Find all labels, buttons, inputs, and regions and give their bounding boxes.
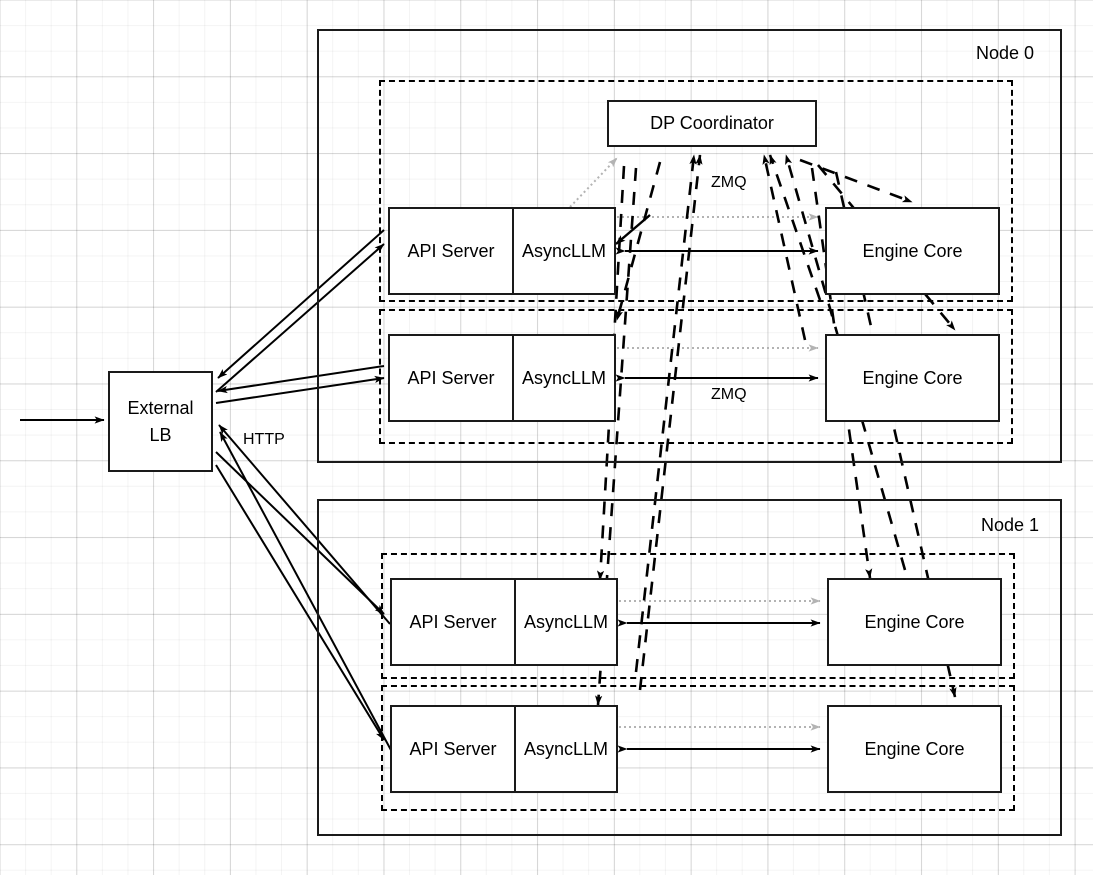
node-0-container (317, 29, 1062, 463)
api-server-cell[interactable]: API Server (392, 707, 516, 791)
async-llm-label: AsyncLLM (523, 738, 609, 759)
async-llm-cell[interactable]: AsyncLLM (516, 707, 616, 791)
zmq-label-bottom: ZMQ (711, 386, 747, 403)
node-0-label: Node 0 (976, 43, 1035, 63)
async-llm-label: AsyncLLM (521, 240, 607, 261)
node-0-dp-group-1 (379, 309, 1013, 444)
external-lb-line1: External (127, 398, 194, 419)
engine-core-label: Engine Core (864, 738, 965, 759)
async-llm-cell[interactable]: AsyncLLM (516, 580, 616, 664)
api-server-cell[interactable]: API Server (392, 580, 516, 664)
external-lb-line2: LB (149, 424, 172, 445)
api-server-label: API Server (409, 738, 497, 759)
dp-coordinator-label: DP Coordinator (650, 113, 774, 134)
engine-core-node0-dp0[interactable]: Engine Core (825, 207, 1000, 295)
api-server-label: API Server (407, 367, 495, 388)
api-server-unit-node0-dp0[interactable]: API Server AsyncLLM (388, 207, 616, 295)
zmq-label-top: ZMQ (711, 174, 747, 191)
api-server-unit-node1-dp1[interactable]: API Server AsyncLLM (390, 705, 618, 793)
api-server-label: API Server (407, 240, 495, 261)
api-server-label: API Server (409, 611, 497, 632)
engine-core-label: Engine Core (864, 611, 965, 632)
external-lb-box[interactable]: External LB (108, 371, 213, 472)
api-server-cell[interactable]: API Server (390, 336, 514, 420)
api-server-unit-node1-dp0[interactable]: API Server AsyncLLM (390, 578, 618, 666)
node-1-label: Node 1 (981, 515, 1040, 535)
node-1-container (317, 499, 1062, 836)
node-1-dp-group-0 (381, 553, 1015, 679)
api-server-cell[interactable]: API Server (390, 209, 514, 293)
node-0-dp-group-0 (379, 80, 1013, 302)
dp-coordinator-box[interactable]: DP Coordinator (607, 100, 817, 147)
node-1-dp-group-1 (381, 685, 1015, 811)
async-llm-cell[interactable]: AsyncLLM (514, 336, 614, 420)
http-label: HTTP (243, 431, 285, 448)
async-llm-label: AsyncLLM (523, 611, 609, 632)
engine-core-node0-dp1[interactable]: Engine Core (825, 334, 1000, 422)
async-llm-label: AsyncLLM (521, 367, 607, 388)
async-llm-cell[interactable]: AsyncLLM (514, 209, 614, 293)
engine-core-node1-dp0[interactable]: Engine Core (827, 578, 1002, 666)
api-server-unit-node0-dp1[interactable]: API Server AsyncLLM (388, 334, 616, 422)
engine-core-node1-dp1[interactable]: Engine Core (827, 705, 1002, 793)
engine-core-label: Engine Core (862, 240, 963, 261)
engine-core-label: Engine Core (862, 367, 963, 388)
